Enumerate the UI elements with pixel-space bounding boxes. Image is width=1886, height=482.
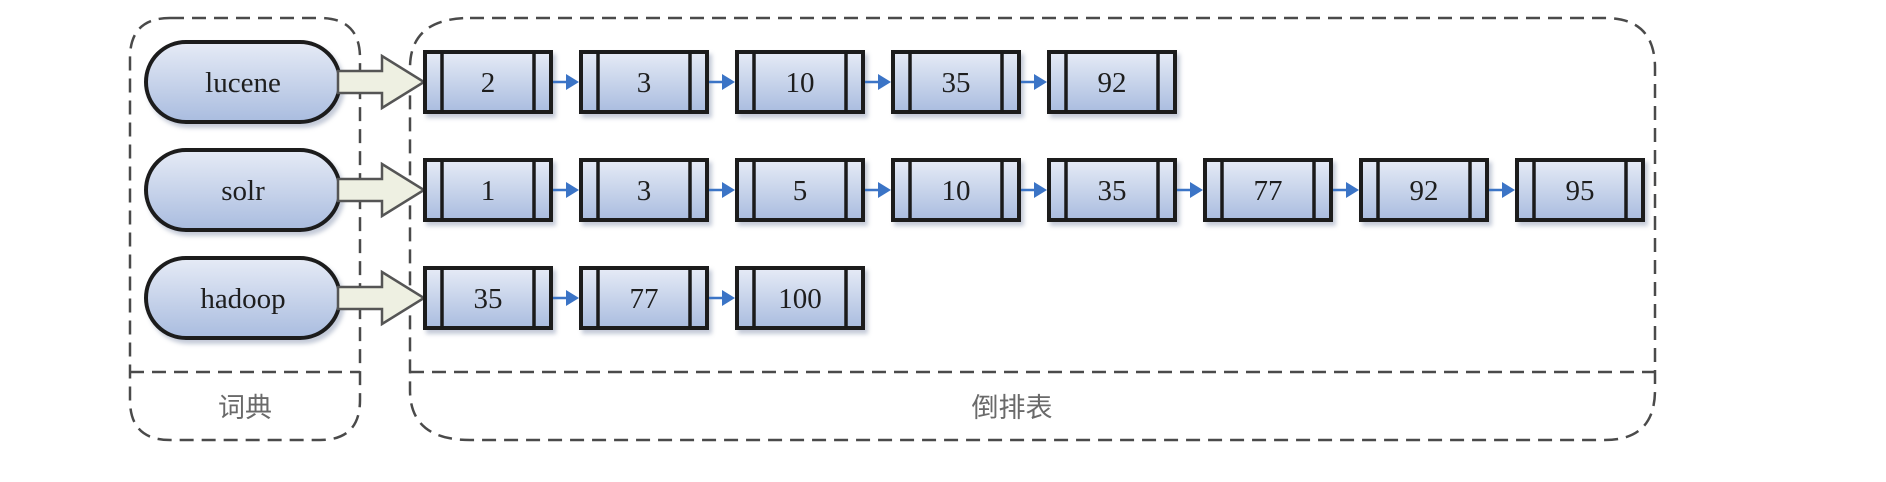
posting-node: 3 <box>579 158 709 222</box>
posting-node: 92 <box>1359 158 1489 222</box>
term-pointer-arrow <box>336 53 427 111</box>
posting-node-box <box>1047 158 1177 222</box>
posting-node: 77 <box>1203 158 1333 222</box>
posting-node-box <box>1203 158 1333 222</box>
posting-node: 2 <box>423 50 553 114</box>
posting-doc-id: 1 <box>481 175 496 207</box>
posting-doc-id: 5 <box>793 175 808 207</box>
posting-node: 10 <box>735 50 865 114</box>
posting-node-box <box>891 158 1021 222</box>
posting-node: 77 <box>579 266 709 330</box>
posting-node: 35 <box>1047 158 1177 222</box>
postings-panel: 倒排表 <box>408 16 1657 442</box>
posting-link-arrowhead <box>1346 182 1359 198</box>
posting-node: 1 <box>423 158 553 222</box>
posting-link-arrowhead <box>1034 74 1047 90</box>
dictionary-label: 词典 <box>218 393 272 424</box>
posting-node-box <box>735 50 865 114</box>
posting-node-box <box>1515 158 1645 222</box>
posting-link-arrowhead <box>722 182 735 198</box>
posting-node: 10 <box>891 158 1021 222</box>
posting-link-arrowhead <box>722 290 735 306</box>
posting-doc-id: 77 <box>1254 175 1283 207</box>
posting-node-box <box>579 50 709 114</box>
posting-link-arrowhead <box>1190 182 1203 198</box>
postings-label: 倒排表 <box>972 393 1053 424</box>
posting-node: 95 <box>1515 158 1645 222</box>
posting-doc-id: 35 <box>474 283 503 315</box>
dictionary-panel: 词典 <box>128 16 362 442</box>
term-hadoop: hadoop <box>144 256 342 340</box>
posting-node-box <box>423 266 553 330</box>
posting-link-arrowhead <box>566 290 579 306</box>
posting-node-box <box>423 158 553 222</box>
posting-node: 35 <box>891 50 1021 114</box>
term-pointer-arrow <box>336 161 427 219</box>
posting-node-box <box>579 266 709 330</box>
posting-node: 3 <box>579 50 709 114</box>
posting-node-box <box>423 50 553 114</box>
posting-doc-id: 2 <box>481 67 496 99</box>
posting-link-arrowhead <box>566 74 579 90</box>
posting-node: 35 <box>423 266 553 330</box>
posting-node-box <box>1047 50 1177 114</box>
posting-link-arrowhead <box>1502 182 1515 198</box>
posting-doc-id: 3 <box>637 175 652 207</box>
posting-link-arrowhead <box>1034 182 1047 198</box>
posting-doc-id: 95 <box>1566 175 1595 207</box>
index-row-hadoop: hadoop 35 77 100 <box>144 256 865 340</box>
posting-doc-id: 3 <box>637 67 652 99</box>
posting-node-box <box>735 158 865 222</box>
posting-doc-id: 77 <box>630 283 659 315</box>
term-label: hadoop <box>200 283 285 315</box>
term-solr: solr <box>144 148 342 232</box>
postings-panel-border <box>408 16 1657 442</box>
term-label: solr <box>221 175 265 207</box>
posting-node-box <box>735 266 865 330</box>
posting-doc-id: 100 <box>778 283 822 315</box>
posting-link-arrowhead <box>878 182 891 198</box>
posting-node-box <box>579 158 709 222</box>
posting-doc-id: 92 <box>1410 175 1439 207</box>
posting-link-arrowhead <box>566 182 579 198</box>
term-label: lucene <box>205 67 281 99</box>
posting-link-arrowhead <box>878 74 891 90</box>
posting-doc-id: 35 <box>1098 175 1127 207</box>
term-lucene: lucene <box>144 40 342 124</box>
dictionary-panel-border <box>128 16 362 442</box>
posting-doc-id: 10 <box>942 175 971 207</box>
posting-node-box <box>891 50 1021 114</box>
posting-doc-id: 35 <box>942 67 971 99</box>
term-pointer-arrow <box>336 269 427 327</box>
posting-node: 92 <box>1047 50 1177 114</box>
posting-doc-id: 92 <box>1098 67 1127 99</box>
posting-doc-id: 10 <box>786 67 815 99</box>
posting-node-box <box>1359 158 1489 222</box>
posting-node: 5 <box>735 158 865 222</box>
posting-node: 100 <box>735 266 865 330</box>
posting-link-arrowhead <box>722 74 735 90</box>
index-row-lucene: lucene 2 3 10 35 92 <box>144 40 1177 124</box>
